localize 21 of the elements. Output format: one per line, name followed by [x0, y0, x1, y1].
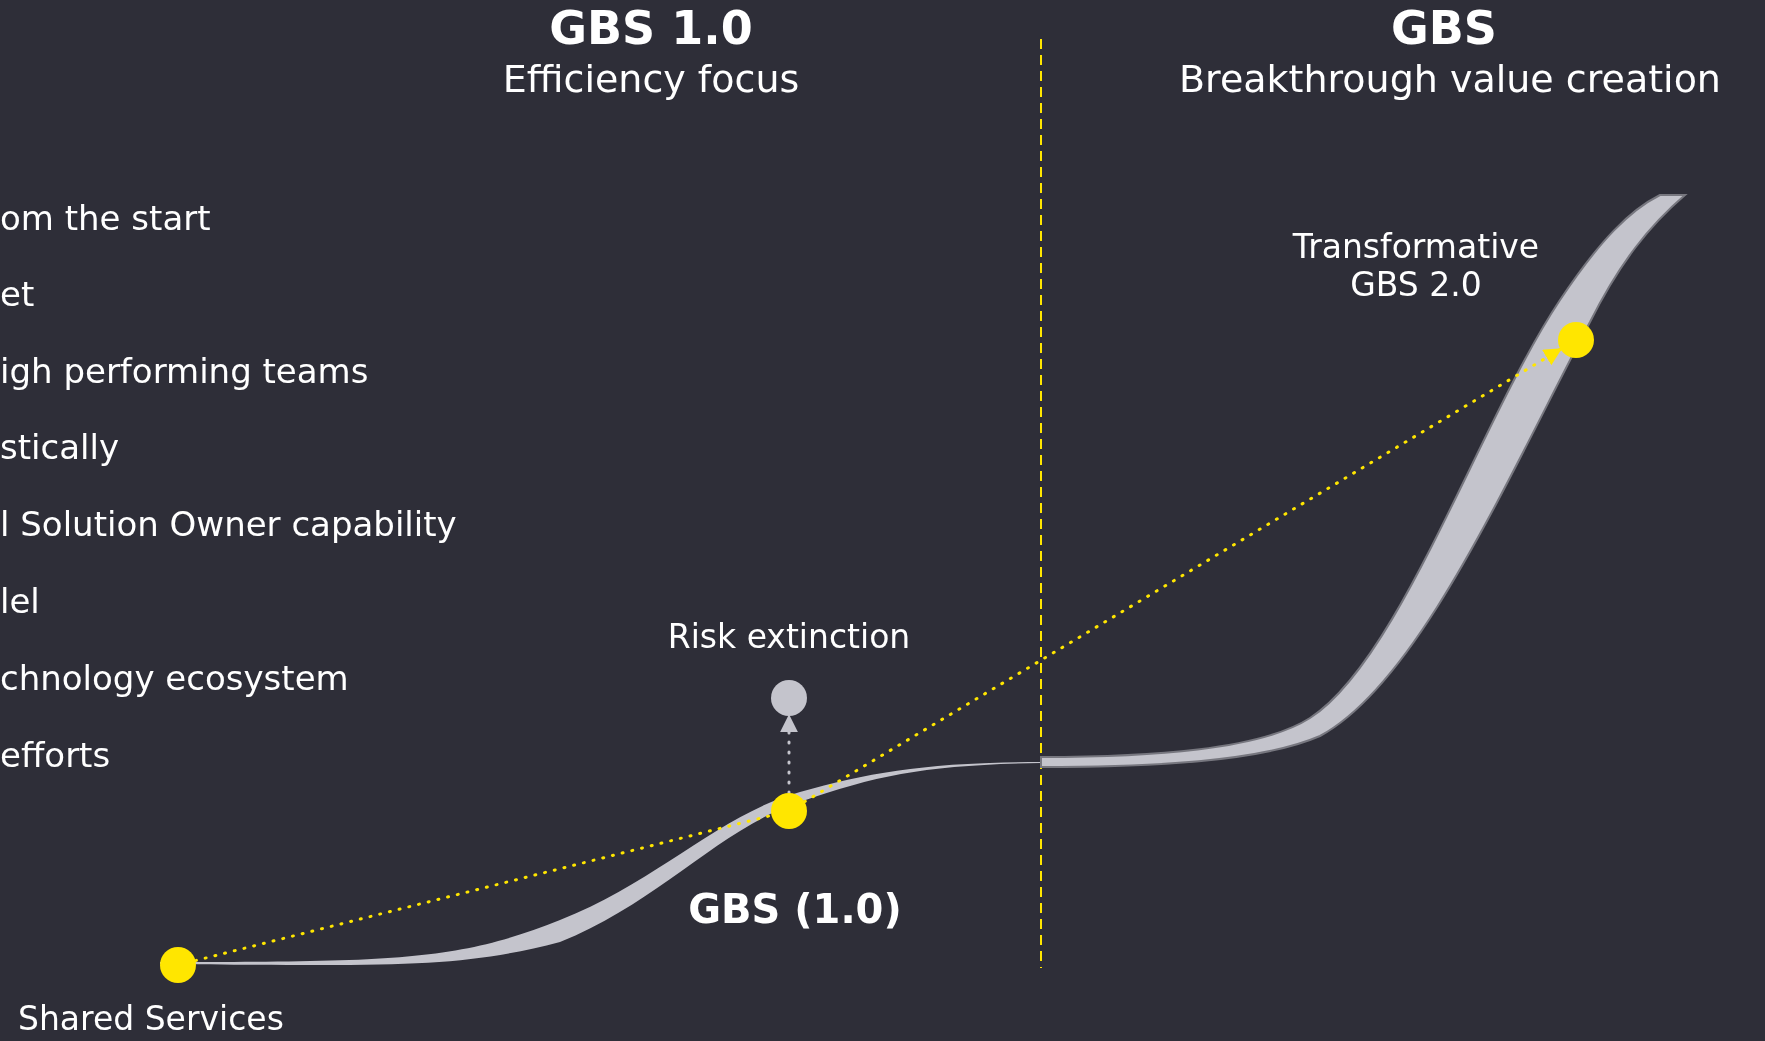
point-label: GBS (1.0)	[688, 886, 902, 932]
list-item-text: om the start	[0, 199, 211, 239]
list-item-text: et	[0, 275, 35, 315]
dotted-arrow	[780, 714, 798, 795]
list-item-text: efforts	[0, 736, 111, 776]
column-subheading: Breakthrough value creation	[1179, 58, 1721, 102]
list-item-text: stically	[0, 428, 120, 468]
column-subheading: Efficiency focus	[502, 58, 800, 102]
dot-marker	[160, 947, 196, 983]
dotted-arrow	[802, 347, 1563, 804]
point-label: Transformative GBS 2.0	[1291, 228, 1541, 304]
point-label: Risk extinction	[667, 618, 911, 656]
list-item-text: lel	[0, 582, 40, 622]
dot-marker	[771, 793, 807, 829]
point-label: Shared Services	[18, 1000, 284, 1038]
list-item-text: igh performing teams	[0, 352, 369, 392]
column-heading: GBS	[1391, 2, 1497, 55]
column-heading: GBS 1.0	[549, 2, 753, 55]
list-item-text: chnology ecosystem	[0, 659, 349, 699]
list-item-text: l Solution Owner capability	[0, 505, 457, 545]
dot-marker	[771, 680, 807, 716]
